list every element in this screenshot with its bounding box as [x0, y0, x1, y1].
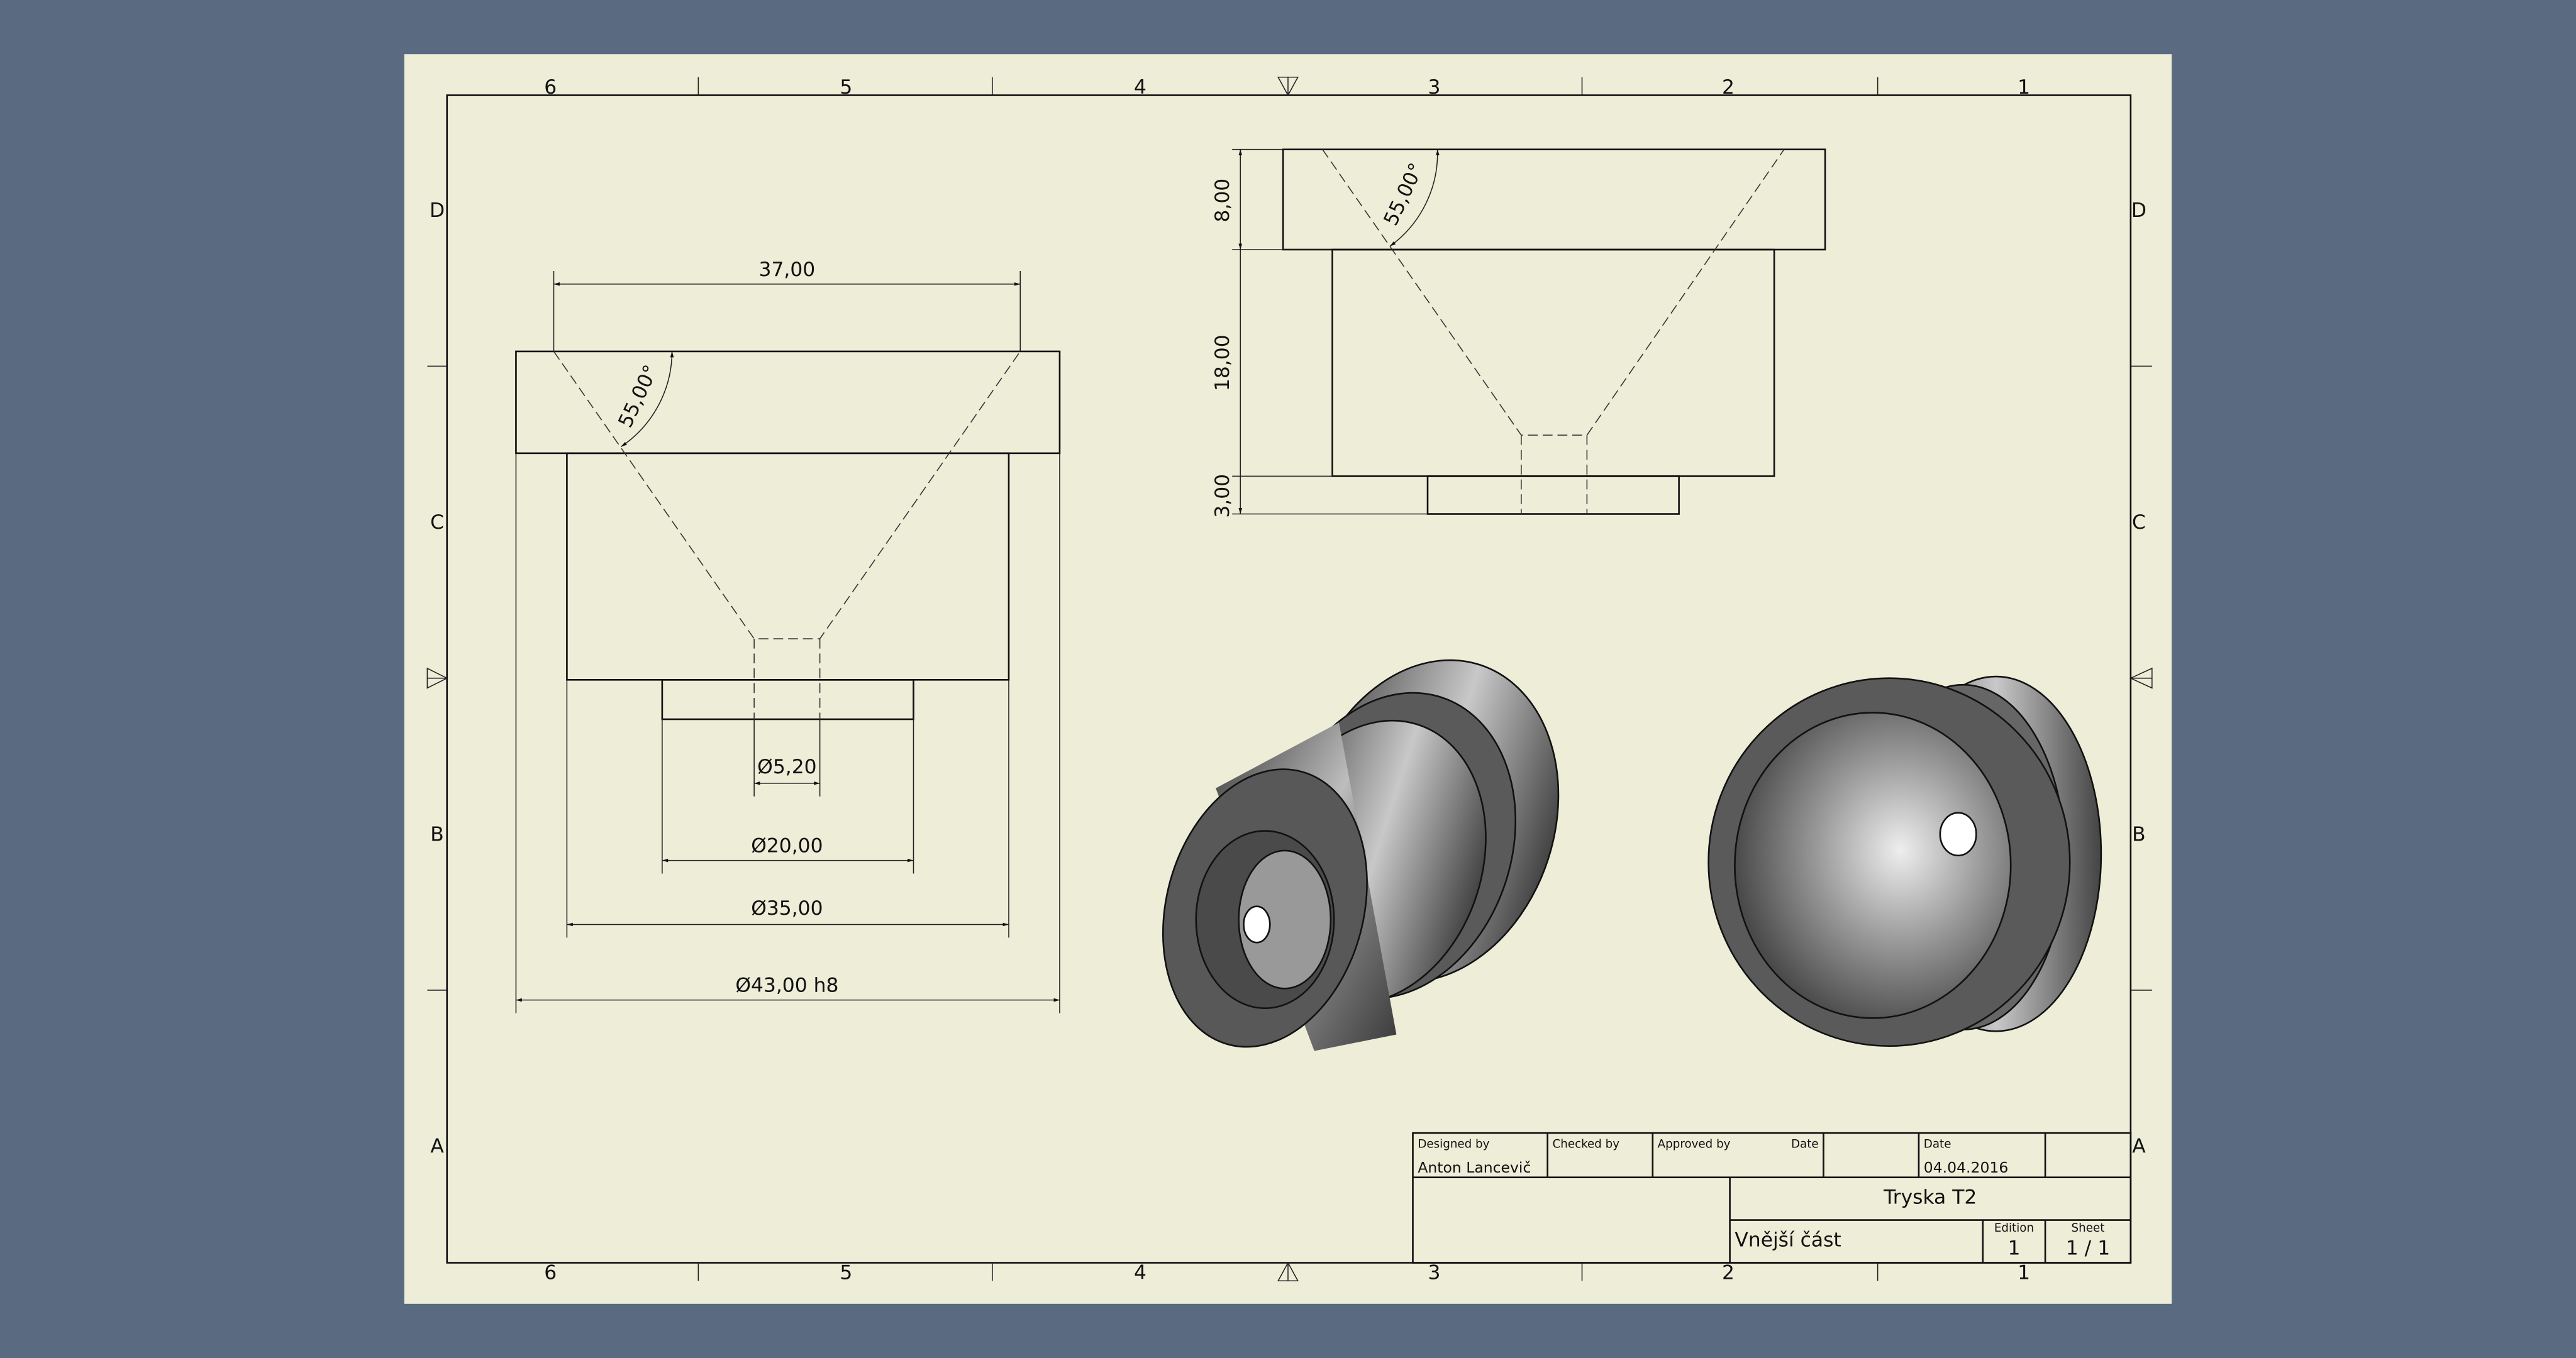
svg-text:5: 5 — [840, 1262, 852, 1284]
svg-text:1: 1 — [2018, 76, 2030, 99]
svg-text:6: 6 — [544, 76, 557, 99]
svg-text:B: B — [2132, 823, 2145, 846]
svg-text:2: 2 — [1722, 1262, 1735, 1284]
svg-text:3: 3 — [1428, 76, 1440, 99]
svg-text:Approved by: Approved by — [1658, 1138, 1731, 1151]
dim-step-height: 3,00 — [1211, 474, 1234, 518]
zone-ticks — [426, 76, 2153, 1282]
dim-flange: Ø43,00 h8 — [735, 974, 838, 997]
front-view: 37,00 Ø5,20 Ø20,00 Ø35,00 Ø43,00 h8 55,0… — [515, 258, 1061, 1013]
svg-text:D: D — [430, 199, 445, 222]
svg-text:4: 4 — [1134, 1262, 1146, 1284]
isometric-view-back — [1162, 659, 1560, 1051]
dim-step: Ø20,00 — [751, 835, 823, 858]
dim-top-width: 37,00 — [759, 258, 816, 281]
svg-text:D: D — [2131, 199, 2146, 222]
svg-text:2: 2 — [1722, 76, 1735, 99]
svg-text:A: A — [2132, 1135, 2146, 1158]
svg-text:6: 6 — [544, 1262, 557, 1284]
svg-text:Checked by: Checked by — [1553, 1138, 1620, 1151]
svg-text:3: 3 — [1428, 1262, 1440, 1284]
svg-text:Designed by: Designed by — [1418, 1138, 1489, 1151]
drawing-subtitle: Vnější část — [1735, 1228, 1841, 1251]
svg-text:5: 5 — [840, 76, 852, 99]
svg-text:Anton Lancevič: Anton Lancevič — [1418, 1159, 1531, 1176]
title-block: Designed by Anton Lancevič Checked by Ap… — [1412, 1132, 2132, 1264]
inner-border — [446, 94, 2132, 1264]
svg-text:1: 1 — [2007, 1237, 2020, 1259]
svg-text:04.04.2016: 04.04.2016 — [1924, 1159, 2009, 1176]
drawing-title: Tryska T2 — [1883, 1186, 1977, 1208]
svg-text:Date: Date — [1924, 1138, 1951, 1151]
dim-body: Ø35,00 — [751, 897, 823, 920]
svg-text:Date: Date — [1791, 1138, 1819, 1151]
svg-text:C: C — [2132, 511, 2146, 534]
svg-text:Edition: Edition — [1994, 1222, 2034, 1235]
zone-labels: 6 5 4 3 2 1 6 5 4 3 2 1 D C B A D C B A — [430, 76, 2146, 1284]
svg-text:4: 4 — [1134, 76, 1146, 99]
svg-text:1: 1 — [2018, 1262, 2030, 1284]
dim-hole: Ø5,20 — [757, 756, 816, 778]
svg-text:A: A — [430, 1135, 444, 1158]
svg-text:Sheet: Sheet — [2072, 1222, 2105, 1235]
svg-text:B: B — [430, 823, 444, 846]
isometric-view-front — [1707, 675, 2102, 1047]
svg-text:1 / 1: 1 / 1 — [2066, 1237, 2110, 1259]
dim-flange-height: 8,00 — [1211, 179, 1234, 223]
dim-body-height: 18,00 — [1211, 334, 1234, 391]
svg-text:C: C — [430, 511, 444, 534]
